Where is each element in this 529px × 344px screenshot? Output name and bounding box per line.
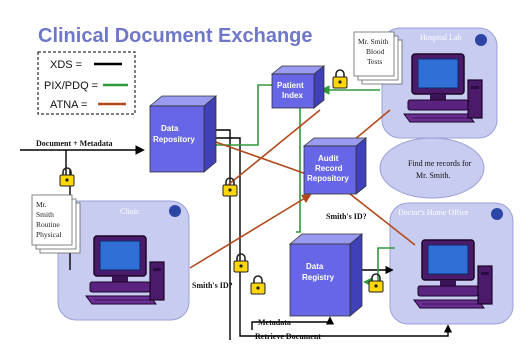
atna-line-index-clinic <box>227 109 321 186</box>
flow-label-smiths-id-2: Smith's ID? <box>192 281 233 290</box>
data-registry-node: Data Registry <box>288 233 364 317</box>
lock-icon <box>250 275 266 295</box>
pix-line-index-registry <box>296 108 301 233</box>
legend-atna-label: ATNA = <box>50 99 87 111</box>
data-repository-label-1: Data <box>161 124 179 133</box>
xds-line-metadata <box>251 316 335 330</box>
flow-label-retrieve-document: Retrieve Document <box>255 332 321 341</box>
data-repository-label-2: Repository <box>153 135 195 144</box>
doctors-home-office-label: Doctor's Home Office <box>398 208 469 217</box>
speech-bubble-line-1: Find me records for <box>408 159 472 168</box>
routine-physical-line-2: Smith <box>36 210 54 219</box>
xds-line-retrieve <box>214 137 453 337</box>
blood-tests-line-1: Mr. Smith <box>358 37 389 46</box>
room-dot-icon <box>169 205 181 217</box>
speech-bubble: Find me records for Mr. Smith. <box>379 137 485 199</box>
routine-physical-line-3: Routine <box>36 220 60 229</box>
hospital-lab-label: Hospital Lab <box>420 33 462 42</box>
lock-icon <box>233 253 249 273</box>
routine-physical-document-stack: Mr. Smith Routine Physical <box>31 194 81 254</box>
clinic-label: Clinic <box>120 207 140 216</box>
flow-label-smiths-id-1: Smith's ID? <box>326 212 367 221</box>
xds-line-repo-down <box>214 129 231 340</box>
blood-tests-document-stack: Mr. Smith Blood Tests <box>353 31 403 85</box>
data-repository-node: Data Repository <box>148 95 218 173</box>
atna-line-audit-office <box>344 189 416 246</box>
lock-icon <box>332 69 348 89</box>
blood-tests-line-2: Blood <box>366 47 385 56</box>
patient-index-label-2: Index <box>282 91 303 100</box>
page-title: Clinical Document Exchange <box>38 25 313 47</box>
speech-bubble-line-2: Mr. Smith. <box>416 171 450 180</box>
room-dot-icon <box>491 208 503 220</box>
patient-index-label-1: Patient <box>277 81 304 90</box>
data-registry-label-1: Data <box>306 262 324 271</box>
lock-icon <box>59 167 75 187</box>
room-dot-icon <box>475 34 487 46</box>
data-registry-label-2: Registry <box>302 273 335 282</box>
atna-line-audit-clinic <box>189 194 312 269</box>
blood-tests-line-3: Tests <box>367 57 382 66</box>
pix-line-repo-index <box>214 80 284 146</box>
audit-label-3: Repository <box>307 174 349 183</box>
lock-icon <box>368 273 384 293</box>
routine-physical-line-1: Mr. <box>36 200 47 209</box>
legend-xds-label: XDS = <box>50 59 82 71</box>
pix-connections <box>214 80 395 287</box>
legend: XDS = PIX/PDQ = ATNA = <box>37 51 136 115</box>
audit-label-2: Record <box>315 164 343 173</box>
audit-record-repository-node: Audit Record Repository <box>302 137 368 195</box>
audit-label-1: Audit <box>318 154 339 163</box>
legend-pix-label: PIX/PDQ = <box>44 80 98 92</box>
patient-index-node: Patient Index <box>270 65 326 109</box>
flow-label-metadata: Metadata <box>258 318 291 327</box>
flow-label-document-metadata: Document + Metadata <box>36 139 113 148</box>
routine-physical-line-4: Physical <box>36 230 61 239</box>
